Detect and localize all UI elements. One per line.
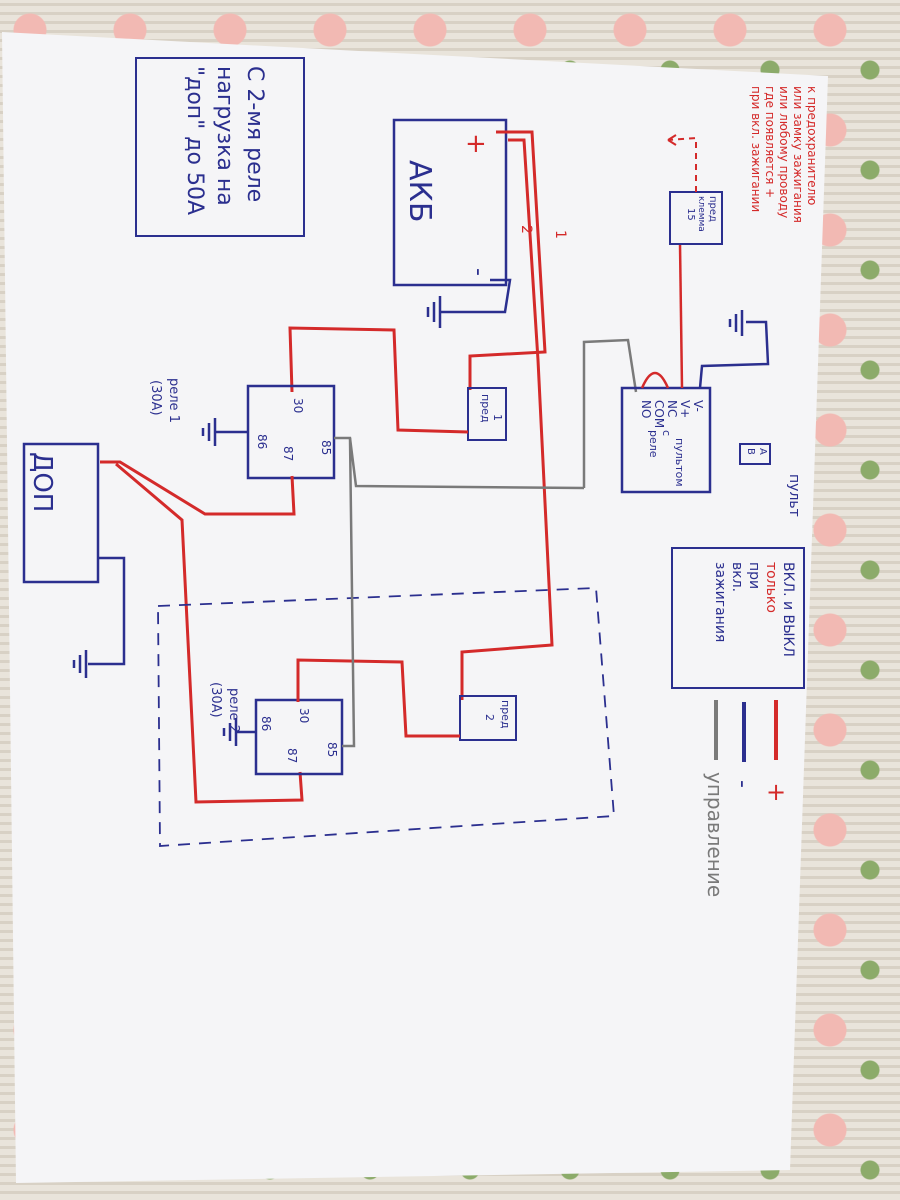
mode-line-2: только [763,562,779,613]
relay-2-pin-30: 30 [297,708,311,723]
note-line-1: С 2-мя реле [242,66,267,202]
ground-symbol-remote-relay [728,310,744,336]
relay-2-pin-86: 86 [259,716,273,731]
ground-symbol-relay-1 [201,418,217,446]
relay-1-pin-85: 85 [319,440,333,455]
wire-control [334,338,638,748]
fuse-2: пред 2 [459,695,517,741]
remote-relay-pin-v-plus: V+ [678,400,692,418]
mode-line-1: ВКЛ. и ВЫКЛ [780,562,796,657]
note-line-2: нагрузка на [212,66,237,206]
mode-line-5: зажигания [712,562,728,642]
relay-2-pin-85: 85 [325,742,339,757]
relay-1-pin-87: 87 [281,446,295,461]
battery: АКБ + - [392,118,512,328]
mode-line-3: при [746,562,762,589]
battery-minus: - [466,268,491,276]
remote-control: A B пульт [739,443,802,517]
fuse-ignition: пред клемма 15 [667,134,723,245]
paper-sheet [2,32,828,1183]
wire-battery-plus [460,130,554,700]
remote-relay-label-3: пультом [673,438,686,487]
relay-1-pin-30: 30 [291,398,305,413]
relay-1-rating: (30А) [148,380,163,416]
ignition-note-line-3: или любому проводу [777,86,791,218]
fuse-ignition-sub: клемма [696,196,706,232]
wire-number-1: 1 [552,230,568,239]
fuse-ignition-number: 15 [685,208,696,221]
remote-relay-label-2: с [660,430,673,436]
ignition-note-line-5: при вкл. зажигании [749,86,763,212]
remote-relay-pin-v-minus: V- [691,400,705,412]
legend-label-minus: - [730,780,755,788]
mode-box: ВКЛ. и ВЫКЛ только при вкл. зажигания [671,547,805,689]
ignition-note-line-2: или замку зажигания [791,86,805,223]
ignition-note-line-4: где появляется + [763,86,777,198]
relay-1: 30 85 86 87 реле 1 (30А) [148,378,336,480]
note-box: С 2-мя реле нагрузка на "доп" до 50А [135,57,305,237]
legend-label-control: управление [703,772,727,897]
ground-symbol-load [72,650,88,678]
remote-relay-pin-nc: NC [665,400,679,417]
battery-label: АКБ [402,160,437,222]
note-line-3: "доп" до 50А [182,66,207,215]
remote-button-b: B [745,448,756,455]
battery-plus: + [465,129,487,159]
wire-relay1-87-to-load [100,460,296,516]
ground-symbol-battery [426,296,442,328]
fuse-1: пред 1 [467,387,507,441]
fuse-1-number: 1 [491,414,504,421]
fuse-2-number: 2 [483,714,496,721]
ignition-note: к предохранителю или замку зажигания или… [749,86,819,223]
load-label: ДОП [27,452,57,512]
remote-relay-module: V- V+ NC COM NO реле с пультом [620,243,770,494]
fuse-ignition-label: пред [707,196,718,222]
legend: + - управление [703,700,786,897]
fuse-1-label: пред [479,394,492,423]
mode-line-4: вкл. [729,562,745,592]
remote-button-a: A [757,448,768,455]
relay-2: 30 85 86 87 реле 2 (30А) [208,682,344,776]
relay-2-pin-87: 87 [285,748,299,763]
remote-label: пульт [786,474,802,517]
relay-1-name: реле 1 [166,378,181,423]
wire-relay2-87-to-load [115,462,304,804]
legend-label-plus: + [766,778,786,806]
fuse-2-label: пред [499,700,512,729]
wire-fuse2-to-relay2 [296,658,460,738]
dashed-option-box [157,587,615,847]
remote-relay-pin-com: COM [652,400,666,428]
remote-relay-pin-no: NO [639,400,653,418]
wire-number-2: 2 [518,225,534,234]
relay-2-name: реле 2 [226,688,241,733]
ignition-note-line-1: к предохранителю [805,86,819,205]
load-dop: ДОП [22,442,126,678]
remote-relay-label-1: реле [647,430,660,458]
relay-2-rating: (30А) [208,682,223,718]
relay-1-pin-86: 86 [255,434,269,449]
ground-symbol-relay-2 [222,718,238,746]
wire-fuse1-to-relay1 [288,326,469,434]
